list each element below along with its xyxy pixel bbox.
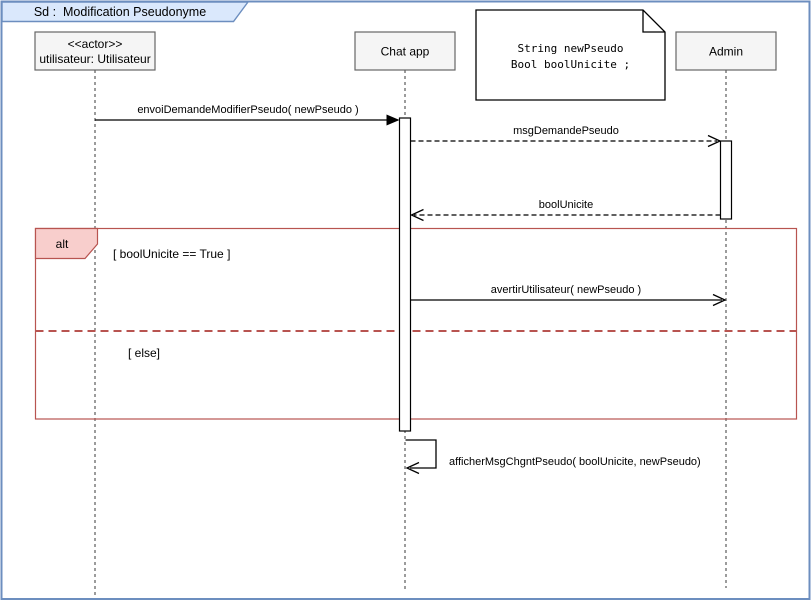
alt-guard-true: [ boolUnicite == True ] — [113, 247, 230, 261]
filled-arrowhead-icon — [386, 114, 400, 126]
message-avertir-utilisateur[interactable]: avertirUtilisateur( newPseudo ) — [410, 284, 727, 307]
participant-box-chat-app[interactable] — [354, 31, 456, 71]
message-5-label: afficherMsgChgntPseudo( boolUnicite, new… — [449, 456, 701, 468]
note-line-2: Bool boolUnicite ; — [511, 58, 630, 71]
open-arrowhead-icon — [712, 293, 727, 307]
message-msg-demande-pseudo[interactable]: msgDemandePseudo — [410, 125, 722, 148]
activation-admin[interactable] — [719, 140, 733, 220]
note-fold-corner-icon — [642, 10, 665, 33]
message-3-label: boolUnicite — [539, 199, 593, 211]
open-arrowhead-icon — [707, 134, 722, 148]
alt-operator-pentagon — [34, 227, 99, 260]
diagram-title-tab[interactable] — [1, 1, 250, 23]
message-bool-unicite[interactable]: boolUnicite — [409, 199, 721, 222]
note-shape[interactable] — [475, 9, 666, 101]
message-afficher-msg-chgnt-pseudo[interactable]: afficherMsgChgntPseudo( boolUnicite, new… — [405, 439, 701, 475]
participant-box-utilisateur[interactable] — [34, 31, 156, 71]
participant-utilisateur-stereotype: <<actor>> — [68, 37, 123, 51]
participant-admin-name: Admin — [709, 45, 743, 59]
participant-chat-app-name: Chat app — [381, 45, 430, 59]
activation-chat-app[interactable] — [398, 117, 412, 432]
message-1-label: envoiDemandeModifierPseudo( newPseudo ) — [137, 104, 358, 116]
open-arrowhead-icon — [405, 461, 420, 475]
message-4-label: avertirUtilisateur( newPseudo ) — [491, 284, 641, 296]
diagram-title: Sd : Modification Pseudonyme — [34, 5, 206, 19]
alt-guard-else: [ else] — [128, 346, 160, 360]
alt-operator-label: alt — [56, 237, 69, 251]
message-2-label: msgDemandePseudo — [513, 125, 619, 137]
message-envoi-demande-modifier-pseudo[interactable]: envoiDemandeModifierPseudo( newPseudo ) — [95, 104, 400, 126]
participant-box-admin[interactable] — [675, 31, 777, 71]
open-arrowhead-icon — [409, 208, 424, 222]
note-line-1: String newPseudo — [518, 42, 624, 55]
participant-utilisateur-name: utilisateur: Utilisateur — [39, 52, 150, 66]
alt-fragment-frame[interactable] — [34, 227, 798, 420]
